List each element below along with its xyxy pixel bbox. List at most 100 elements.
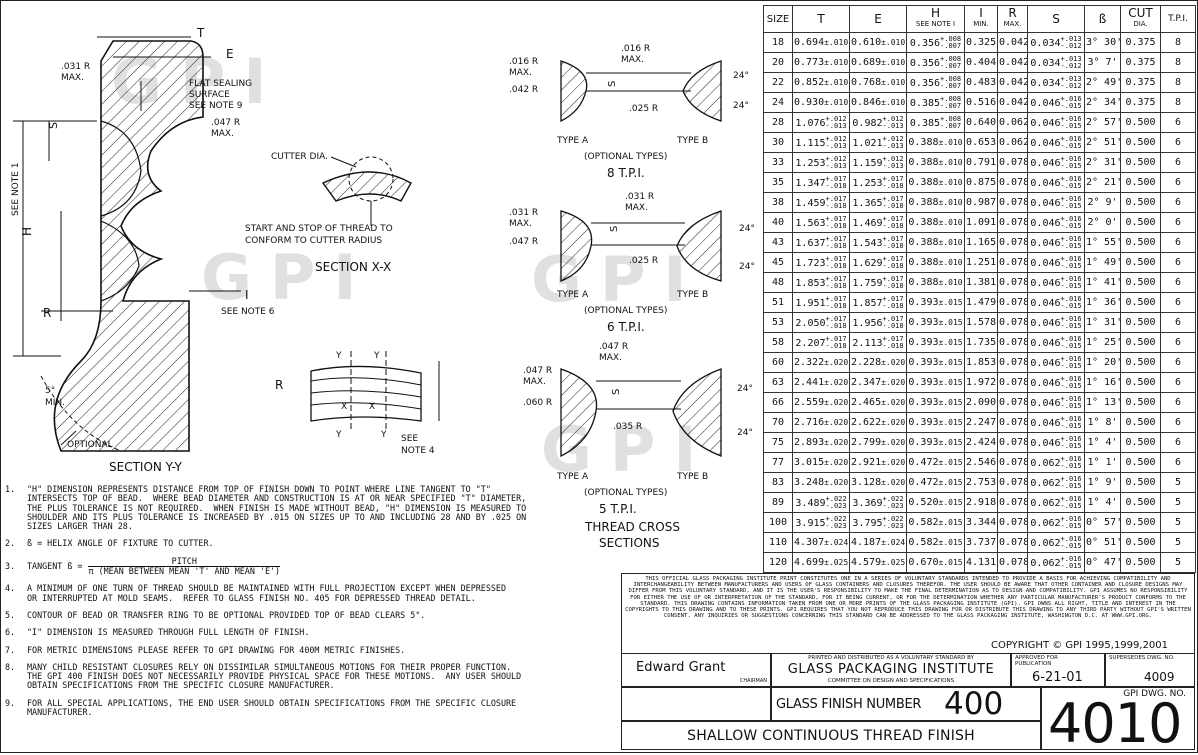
table-cell: 58 (763, 332, 793, 353)
table-cell: 1.972 (964, 372, 998, 393)
finish-title: SHALLOW CONTINUOUS THREAD FINISH (687, 728, 975, 744)
section-yy: T E .031 R MAX. FLAT SEALING SURFACE SEE… (11, 26, 275, 474)
table-cell: 0.062+.016-.015 (1027, 552, 1085, 573)
table-cell: 0.046+.016-.015 (1027, 352, 1085, 373)
table-cell: 0.034+.013-.012 (1027, 52, 1085, 73)
table-cell: 3.737 (964, 532, 998, 553)
table-cell: 1.759+.017-.018 (849, 272, 907, 293)
svg-text:.047 R: .047 R (211, 118, 240, 128)
svg-text:MAX.: MAX. (523, 377, 546, 387)
table-cell: 3.915+.022-.023 (792, 512, 850, 533)
table-cell: 2° 9' (1084, 192, 1121, 213)
svg-text:6 T.P.I.: 6 T.P.I. (607, 320, 645, 334)
table-cell: 0.078 (997, 332, 1028, 353)
table-cell: 0.078 (997, 352, 1028, 373)
table-cell: 2.893±.020 (792, 432, 850, 453)
table-cell: 8 (1160, 92, 1196, 113)
table-cell: 6 (1160, 292, 1196, 313)
table-cell: 0.042 (997, 92, 1028, 113)
table-cell: 0.670±.015 (906, 552, 965, 573)
helix-detail: Y Y X X Y Y R SEE NOTE 4 (275, 351, 440, 456)
table-cell: 0.393±.015 (906, 352, 965, 373)
svg-text:.047 R: .047 R (523, 366, 552, 376)
disclaimer-text: THIS OFFICIAL GLASS PACKAGING INSTITUTE … (625, 576, 1191, 620)
table-cell: 0.388±.010 (906, 212, 965, 233)
svg-text:OPTIONAL: OPTIONAL (67, 440, 113, 450)
table-cell: 4.699±.025 (792, 552, 850, 573)
table-cell: 0.078 (997, 212, 1028, 233)
table-cell: 3.248±.020 (792, 472, 850, 493)
table-cell: 0.500 (1120, 432, 1161, 453)
table-cell: 2.247 (964, 412, 998, 433)
table-cell: 0.078 (997, 272, 1028, 293)
chairman-box: Edward Grant CHAIRMAN (621, 653, 771, 687)
table-cell: 0.500 (1120, 332, 1161, 353)
table-cell: 0.356+.008-.007 (906, 52, 965, 73)
table-cell: 2.799±.020 (849, 432, 907, 453)
table-cell: 110 (763, 532, 793, 553)
svg-text:.031 R: .031 R (625, 192, 654, 202)
svg-text:MAX.: MAX. (509, 219, 532, 229)
table-cell: 0.472±.015 (906, 472, 965, 493)
table-cell: 33 (763, 152, 793, 173)
copyright: COPYRIGHT © GPI 1995,1999,2001 (991, 640, 1169, 651)
svg-text:Y: Y (380, 430, 387, 440)
table-cell: 0.500 (1120, 232, 1161, 253)
table-cell: 1.253+.012-.013 (792, 152, 850, 173)
svg-text:24°: 24° (737, 428, 753, 438)
table-cell: 1° 31' (1084, 312, 1121, 333)
table-cell: 83 (763, 472, 793, 493)
svg-text:X: X (369, 402, 375, 412)
table-cell: 2.622±.020 (849, 412, 907, 433)
dim-i: I (245, 288, 249, 302)
table-cell: 6 (1160, 452, 1196, 473)
table-cell: 5 (1160, 532, 1196, 553)
table-cell: 0.046+.016-.015 (1027, 312, 1085, 333)
table-cell: 1.381 (964, 272, 998, 293)
table-cell: 2.441±.020 (792, 372, 850, 393)
table-cell: 0.046+.016-.015 (1027, 292, 1085, 313)
svg-text:TYPE B: TYPE B (676, 290, 708, 300)
table-cell: 3.128±.020 (849, 472, 907, 493)
table-cell: 2.921±.020 (849, 452, 907, 473)
table-cell: 43 (763, 232, 793, 253)
table-cell: 0.078 (997, 472, 1028, 493)
table-cell: 0.500 (1120, 552, 1161, 573)
table-cell: 5 (1160, 472, 1196, 493)
col-size: SIZE (763, 5, 793, 33)
table-cell: 6 (1160, 192, 1196, 213)
svg-text:GPI: GPI (201, 241, 374, 314)
table-cell: 4.579±.025 (849, 552, 907, 573)
svg-text:TYPE B: TYPE B (676, 472, 708, 482)
svg-text:SURFACE: SURFACE (189, 90, 230, 100)
svg-text:MIN.: MIN. (45, 398, 65, 408)
table-cell: 4.187±.024 (849, 532, 907, 553)
table-cell: 6 (1160, 392, 1196, 413)
table-cell: 1.076+.012-.013 (792, 112, 850, 133)
table-cell: 0.046+.016-.015 (1027, 252, 1085, 273)
svg-text:MAX.: MAX. (211, 129, 234, 139)
table-cell: 70 (763, 412, 793, 433)
table-cell: 2° 21' (1084, 172, 1121, 193)
table-cell: 40 (763, 212, 793, 233)
table-cell: 0.078 (997, 532, 1028, 553)
svg-text:TYPE A: TYPE A (556, 136, 589, 146)
table-cell: 2.753 (964, 472, 998, 493)
table-cell: 0.500 (1120, 492, 1161, 513)
table-cell: 1.365+.017-.018 (849, 192, 907, 213)
finish-title-box: SHALLOW CONTINUOUS THREAD FINISH (621, 721, 1041, 750)
